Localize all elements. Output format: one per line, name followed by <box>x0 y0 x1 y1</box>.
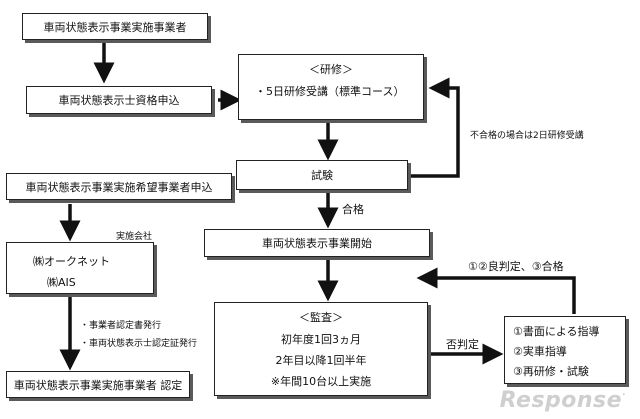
box-training: ＜研修＞ ・5日研修受講（標準コース） <box>238 54 424 120</box>
watermark-text: Response <box>499 388 623 413</box>
guidance-1: ①書面による指導 <box>513 325 600 338</box>
guidance-3: ③再研修・試験 <box>513 365 589 378</box>
box-exam: 試験 <box>236 160 408 190</box>
box-guidance: ①書面による指導 ②実車指導 ③再研修・試験 <box>504 316 626 384</box>
guidance-2: ②実車指導 <box>513 345 567 358</box>
label-pass: 合格 <box>342 203 364 216</box>
audit-line-1: 初年度1回3ヵ月 <box>281 333 361 346</box>
audit-line-3: ※年間10台以上実施 <box>270 375 372 388</box>
box-apply-qualification: 車両状態表示士資格申込 <box>26 86 212 114</box>
training-title: ＜研修＞ <box>309 63 353 76</box>
box-audit: ＜監査＞ 初年度1回3ヵ月 2年目以降1回半年 ※年間10台以上実施 <box>214 302 428 396</box>
box-license-start-text: 車両状態表示事業開始 <box>262 237 372 250</box>
box-providers: ㈱オークネット ㈱AIS <box>6 242 154 294</box>
label-issue-2: ・車両状態表示士認定証発行 <box>80 339 198 349</box>
box-certified: 車両状態表示事業実施事業者 認定 <box>6 371 190 398</box>
arrow-fail-loop <box>410 77 460 178</box>
box-operator-apply: 車両状態表示事業実施希望事業者申込 <box>6 173 232 200</box>
audit-line-2: 2年目以降1回半年 <box>275 354 367 367</box>
training-line: ・5日研修受講（標準コース） <box>255 85 405 98</box>
box-exam-text: 試験 <box>311 169 333 182</box>
box-apply-qualification-text: 車両状態表示士資格申込 <box>58 94 180 107</box>
label-fail-retrain: 不合格の場合は2日研修受講 <box>470 131 584 141</box>
provider-1: ㈱オークネット <box>33 255 110 268</box>
response-watermark-logo: Response. <box>499 388 626 413</box>
label-implementer: 実施会社 <box>116 232 153 242</box>
box-license-start: 車両状態表示事業開始 <box>204 229 430 257</box>
provider-2: ㈱AIS <box>47 276 76 289</box>
box-operator-text: 車両状態表示事業実施事業者 <box>43 20 187 34</box>
audit-title: ＜監査＞ <box>299 311 343 324</box>
box-certified-text: 車両状態表示事業実施事業者 認定 <box>13 378 183 392</box>
arrow-guidance-to-license <box>416 267 576 314</box>
box-operator: 車両状態表示事業実施事業者 <box>22 13 208 40</box>
box-operator-apply-text: 車両状態表示事業実施希望事業者申込 <box>25 180 213 194</box>
label-good-pass: ①②良判定、③合格 <box>468 260 564 273</box>
label-negative: 否判定 <box>446 338 479 351</box>
label-issue-1: ・事業者認定書発行 <box>80 321 162 331</box>
